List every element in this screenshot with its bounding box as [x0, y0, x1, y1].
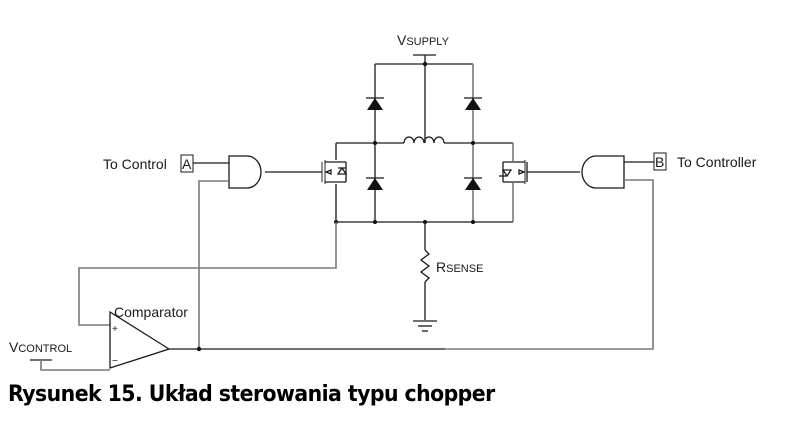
mid-node-right-dot — [471, 141, 475, 145]
mosfet-right-icon — [499, 143, 528, 222]
sense-feedback-wire — [78, 222, 337, 326]
vcontrol-terminal-icon — [30, 359, 110, 371]
bottom-node-4-dot — [471, 220, 475, 224]
comparator-minus-sign: − — [112, 356, 118, 367]
comparator-output-node-dot — [196, 346, 202, 352]
port-b-label: B — [655, 154, 664, 170]
mid-node-left-dot — [373, 141, 377, 145]
comparator-label: Comparator — [114, 304, 188, 320]
figure-caption: Rysunek 15. Układ sterowania typu choppe… — [8, 382, 495, 407]
vcontrol-label: VCONTROL — [9, 339, 72, 355]
diode-upper-left-icon — [366, 97, 384, 110]
port-b-box — [653, 152, 667, 171]
vsupply-label: VSUPPLY — [397, 32, 450, 48]
diode-lower-right-icon — [464, 177, 482, 190]
diode-upper-right-icon — [464, 97, 482, 110]
bottom-node-2-dot — [373, 220, 377, 224]
supply-terminal-icon — [413, 54, 436, 143]
mosfet-left-icon — [321, 143, 348, 222]
inductor-icon — [403, 136, 445, 144]
port-a-label: A — [182, 156, 192, 172]
comparator-plus-sign: + — [112, 324, 118, 335]
to-control-label: To Control — [103, 156, 167, 172]
ground-icon — [413, 320, 437, 332]
comparator-icon — [109, 310, 171, 369]
port-a-box — [180, 154, 194, 173]
and-gate-left-icon — [228, 155, 262, 189]
and-gate-right-icon — [581, 155, 625, 189]
rsense-label: RSENSE — [436, 259, 483, 275]
and-right-feedback-wire — [445, 179, 654, 350]
diode-lower-left-icon — [366, 177, 384, 190]
to-controller-label: To Controller — [677, 154, 757, 170]
resistor-icon — [419, 249, 431, 283]
and-left-feedback-wire — [198, 180, 229, 349]
